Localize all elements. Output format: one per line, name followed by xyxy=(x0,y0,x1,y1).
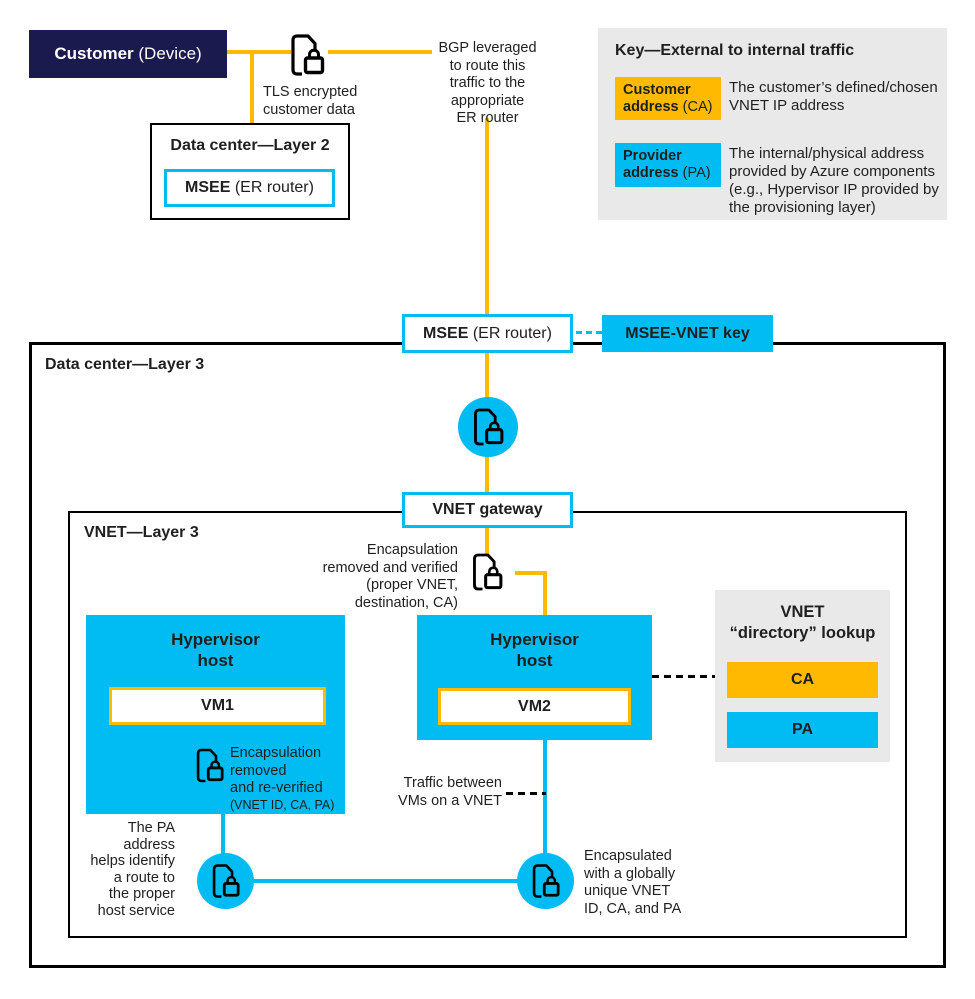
encrypted-document-icon xyxy=(196,748,224,783)
msee-er-router-box: MSEE (ER router) xyxy=(164,169,335,207)
encrypted-document-icon xyxy=(291,34,325,76)
encrypted-document-icon xyxy=(473,408,504,446)
connector-host1-to-circle xyxy=(221,811,225,855)
encryption-circle xyxy=(197,853,254,909)
customer-address-label: Customer address (CA) xyxy=(623,81,713,115)
customer-address-chip: Customer address (CA) xyxy=(615,77,721,120)
vm2-box: VM2 xyxy=(438,688,631,725)
tls-encrypted-label: TLS encrypted customer data xyxy=(263,84,358,118)
msee-vnet-key-box: MSEE-VNET key xyxy=(602,315,773,352)
vnet-directory-panel: VNET “directory” lookup CA PA xyxy=(715,590,890,762)
key-panel: Key—External to internal traffic Custome… xyxy=(598,28,947,220)
connector-lock-elbow-h xyxy=(515,571,547,575)
dashed-connector-traffic-label xyxy=(506,792,546,795)
customer-device-box: Customer (Device) xyxy=(29,30,227,78)
customer-device-label: Customer (Device) xyxy=(54,44,202,63)
connector-circle-to-circle xyxy=(225,879,545,883)
vnet-directory-title: VNET “directory” lookup xyxy=(729,603,876,642)
hypervisor-host1-box: Hypervisor host VM1 Encapsulation remove… xyxy=(86,615,345,814)
connector-vm2-to-circle xyxy=(543,738,547,855)
pa-route-label: The PA address helps identify a route to… xyxy=(90,820,175,919)
connector-bgp-to-msee xyxy=(485,118,489,316)
hypervisor-host1-title: Hypervisor host xyxy=(171,630,260,670)
connector-lock-to-bgp xyxy=(328,50,432,54)
directory-pa-chip: PA xyxy=(727,712,878,748)
vnet-gateway-box: VNET gateway xyxy=(402,492,573,528)
vnet-layer3-title: VNET—Layer 3 xyxy=(84,524,199,541)
host1-encap-label: Encapsulation removed and re-verified xyxy=(230,745,323,796)
hypervisor-host2-title: Hypervisor host xyxy=(490,630,579,670)
hypervisor-host2-box: Hypervisor host VM2 xyxy=(417,615,652,740)
connector-customer-to-dc2 xyxy=(250,52,254,124)
dashed-connector-host2-to-directory xyxy=(652,675,715,678)
connector-customer-to-lock xyxy=(227,50,291,54)
encryption-circle xyxy=(517,853,574,909)
msee-er-router-mid-box: MSEE (ER router) xyxy=(402,314,573,353)
connector-lock-elbow-v xyxy=(543,571,547,617)
bgp-leveraged-label: BGP leveraged to route this traffic to t… xyxy=(438,40,537,126)
msee-er-router-label: MSEE (ER router) xyxy=(185,179,314,196)
provider-address-desc: The internal/physical address provided b… xyxy=(729,145,939,216)
encryption-circle xyxy=(458,397,518,457)
encrypted-document-icon xyxy=(472,553,503,591)
encapsulated-globally-label: Encapsulated with a globally unique VNET… xyxy=(584,848,682,917)
traffic-between-vms-label: Traffic between VMs on a VNET xyxy=(398,775,502,809)
customer-address-desc: The customer’s defined/chosen VNET IP ad… xyxy=(729,79,938,114)
key-panel-title: Key—External to internal traffic xyxy=(615,42,855,59)
dashed-connector-msee-to-key xyxy=(576,331,604,334)
encrypted-document-icon xyxy=(532,864,560,898)
data-center-layer2-title: Data center—Layer 2 xyxy=(170,137,330,154)
connector-gateway-to-lock xyxy=(485,526,489,554)
msee-er-router-mid-label: MSEE (ER router) xyxy=(423,324,552,342)
directory-ca-chip: CA xyxy=(727,662,878,698)
provider-address-label: Provider address (PA) xyxy=(623,148,711,181)
data-center-layer2-box: Data center—Layer 2 MSEE (ER router) xyxy=(150,123,350,220)
encrypted-document-icon xyxy=(212,864,240,898)
vm1-box: VM1 xyxy=(109,687,326,725)
data-center-layer3-title: Data center—Layer 3 xyxy=(45,356,205,373)
encap-removed-verified-label: Encapsulation removed and verified (prop… xyxy=(322,542,458,611)
host1-encap-detail: (VNET ID, CA, PA) xyxy=(230,798,335,812)
provider-address-chip: Provider address (PA) xyxy=(615,143,721,187)
